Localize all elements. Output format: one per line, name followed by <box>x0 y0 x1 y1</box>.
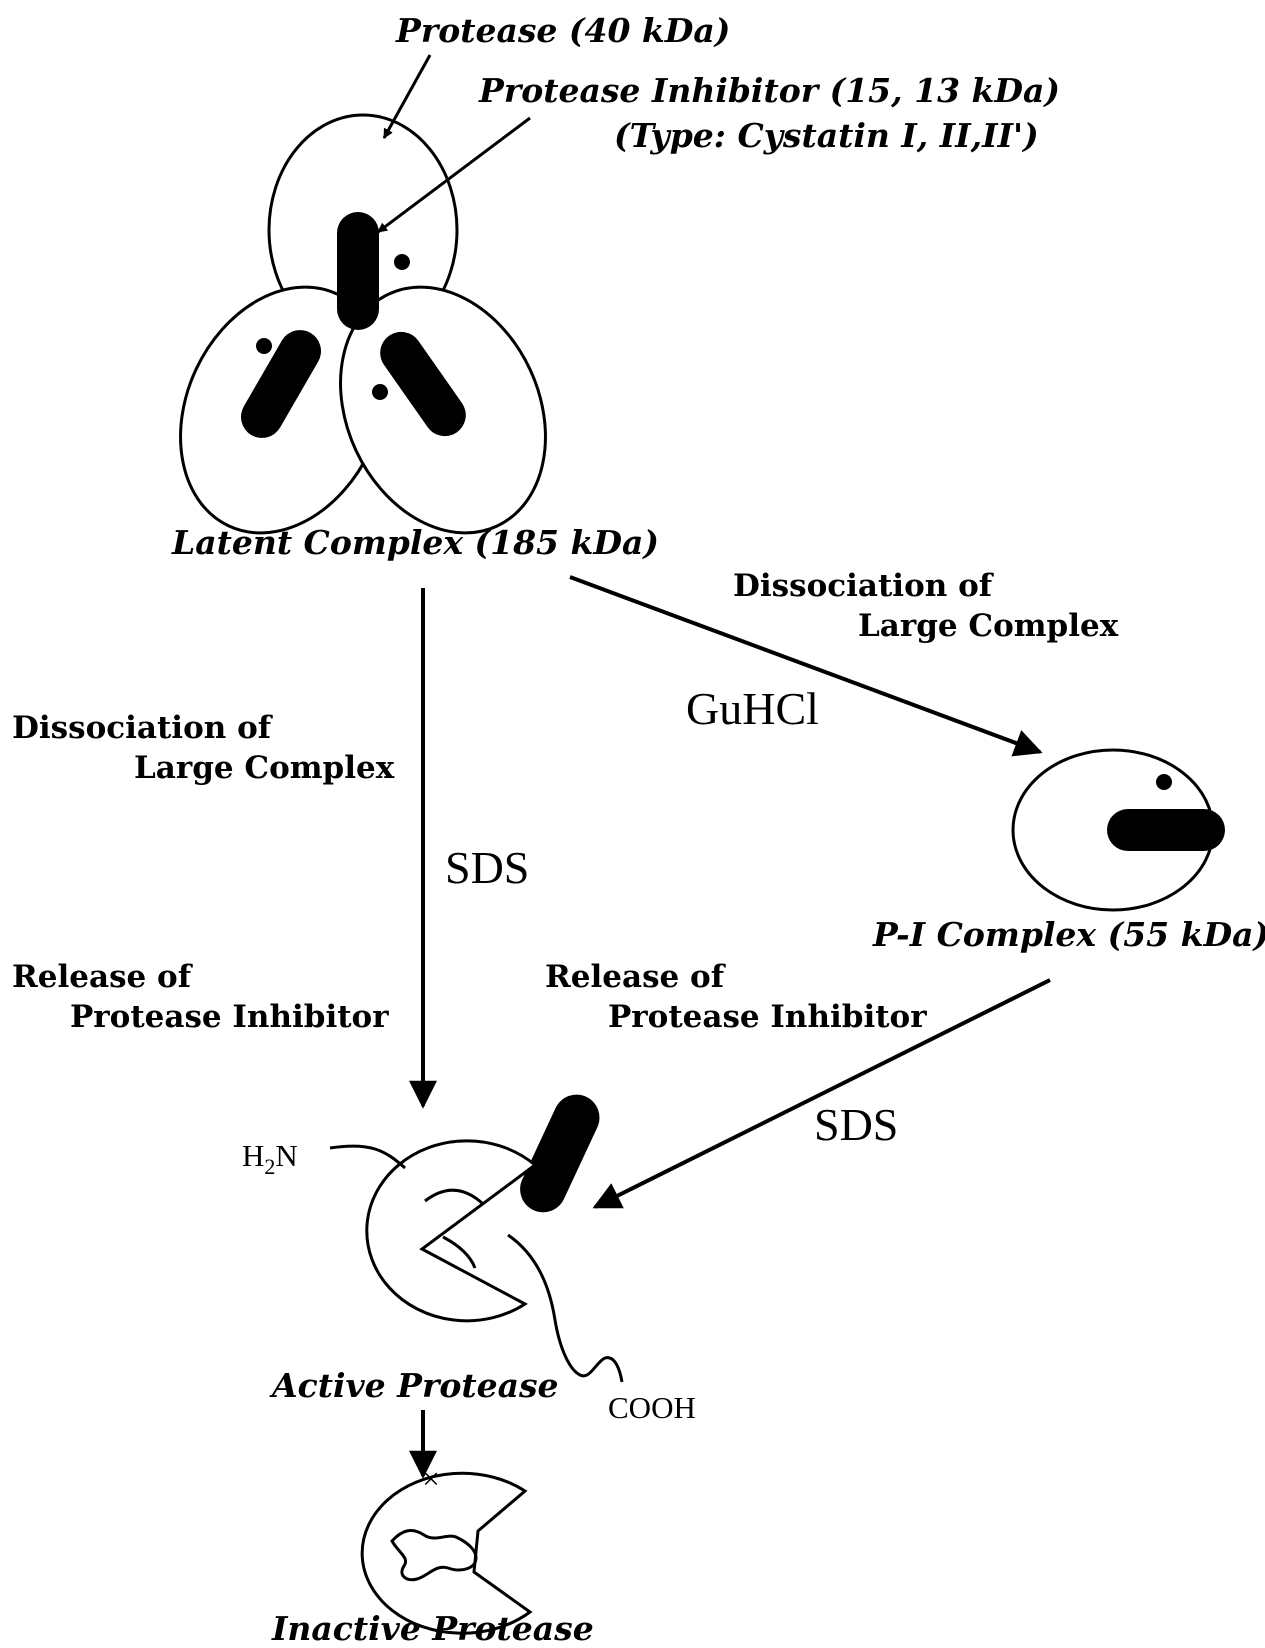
active-site-dot <box>1156 774 1172 790</box>
latent-complex-label: Latent Complex (185 kDa) <box>171 523 659 562</box>
release-right-line1: Release of <box>545 959 726 995</box>
inhibitor-label: Protease Inhibitor (15, 13 kDa) <box>478 71 1060 110</box>
h2n-label: H2N <box>242 1138 298 1179</box>
dissociation-right-line1: Dissociation of <box>733 568 994 604</box>
active-site-dot <box>372 384 388 400</box>
inhibitor-type-label: (Type: Cystatin I, II,II') <box>614 116 1039 155</box>
pi-complex-label: P-I Complex (55 kDa) <box>872 915 1265 954</box>
sds-right-label: SDS <box>814 1099 898 1150</box>
active-site-dot <box>256 338 272 354</box>
active-protease-label: Active Protease <box>269 1366 559 1405</box>
c-terminal-chain <box>508 1235 622 1382</box>
active-protease-shape <box>330 1141 622 1382</box>
latent-complex-shape <box>142 115 584 567</box>
inhibitor-bar-top <box>337 212 379 330</box>
sds-left-label: SDS <box>445 842 529 893</box>
protease-pointer-arrow <box>384 55 430 138</box>
released-inhibitor-bar <box>513 1087 608 1220</box>
n-terminal-chain <box>330 1146 405 1168</box>
pi-complex-shape <box>1013 750 1225 910</box>
inactive-protease-label: Inactive Protease <box>271 1609 594 1648</box>
active-site-dot <box>394 254 410 270</box>
guhcl-label: GuHCl <box>686 683 819 734</box>
release-left-line1: Release of <box>12 959 193 995</box>
cooh-label: COOH <box>608 1390 696 1425</box>
protease-label: Protease (40 kDa) <box>395 11 730 50</box>
dissociation-left-line2: Large Complex <box>134 750 395 786</box>
release-left-line2: Protease Inhibitor <box>70 999 389 1035</box>
release-right-line2: Protease Inhibitor <box>608 999 927 1035</box>
inhibitor-bar <box>1107 809 1225 851</box>
inactive-x-mark: × <box>422 1461 439 1496</box>
dissociation-right-line2: Large Complex <box>858 608 1119 644</box>
dissociation-left-line1: Dissociation of <box>12 710 273 746</box>
